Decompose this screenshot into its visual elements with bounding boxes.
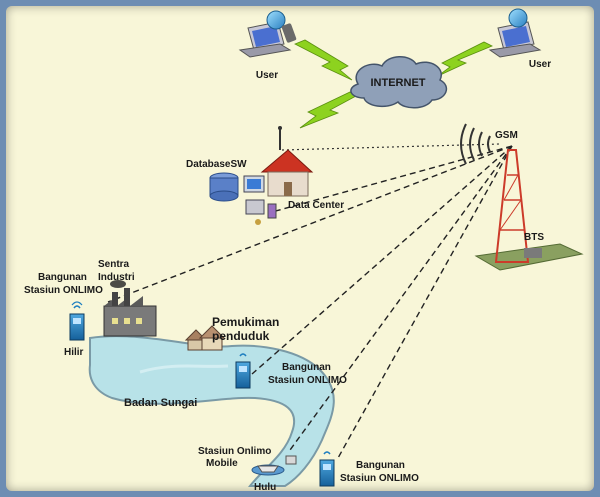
hulu-label: Hulu (254, 482, 276, 491)
user-right-computer-icon (488, 8, 542, 58)
bolt-right-user (437, 41, 493, 77)
link-mobile (289, 145, 513, 451)
user-left-computer-icon (238, 10, 297, 58)
bangunan-top-label-1: Bangunan (38, 272, 87, 283)
data-center-label: Data Center (288, 200, 344, 211)
link-hilir (107, 145, 513, 303)
pemukiman-label-1: Pemukiman (212, 315, 279, 329)
onlimo-network-diagram: INTERNET User User GSM BTS (24, 8, 584, 491)
bangunan-mid-label-2: Stasiun ONLIMO (268, 375, 347, 386)
mobile-label-2: Mobile (206, 458, 238, 469)
station-hilir-icon (69, 301, 85, 341)
station-bottom-icon (319, 451, 335, 487)
factory-icon (103, 280, 157, 337)
internet-cloud-icon (350, 56, 448, 109)
diagram-canvas: INTERNET User User GSM BTS (6, 6, 594, 491)
bangunan-bottom-label-2: Stasiun ONLIMO (340, 473, 419, 484)
station-mid-icon (235, 353, 251, 389)
user-right-label: User (529, 59, 551, 70)
bts-tower-icon (474, 149, 584, 271)
database-server-icon (209, 172, 277, 225)
bolt-left-user (294, 39, 353, 81)
river-badan-sungai (88, 335, 335, 487)
hilir-label: Hilir (64, 347, 84, 358)
gsm-signal-icon (460, 123, 491, 165)
badan-sungai-label: Badan Sungai (124, 397, 197, 409)
bts-label: BTS (524, 232, 544, 243)
bangunan-mid-label-1: Bangunan (282, 362, 331, 373)
internet-label: INTERNET (371, 77, 426, 89)
sentra-label-2: Industri (98, 272, 135, 283)
user-left-label: User (256, 70, 278, 81)
bolt-to-datacenter (299, 91, 357, 129)
gsm-label: GSM (495, 130, 518, 141)
bangunan-bottom-label-1: Bangunan (356, 460, 405, 471)
link-gsm-datacenter (281, 143, 501, 151)
pemukiman-label-2: penduduk (212, 329, 270, 343)
link-station-bottom (337, 145, 513, 459)
mobile-label-1: Stasiun Onlimo (198, 446, 271, 457)
mobile-station-boat-icon (251, 455, 297, 476)
lightning-bolts (294, 39, 493, 129)
sentra-label-1: Sentra (98, 259, 130, 270)
settlement-houses-icon (184, 325, 226, 351)
link-station-mid (251, 145, 513, 375)
data-center-house-icon (260, 126, 314, 197)
database-sw-label: DatabaseSW (186, 159, 247, 170)
bangunan-top-label-2: Stasiun ONLIMO (24, 285, 103, 296)
